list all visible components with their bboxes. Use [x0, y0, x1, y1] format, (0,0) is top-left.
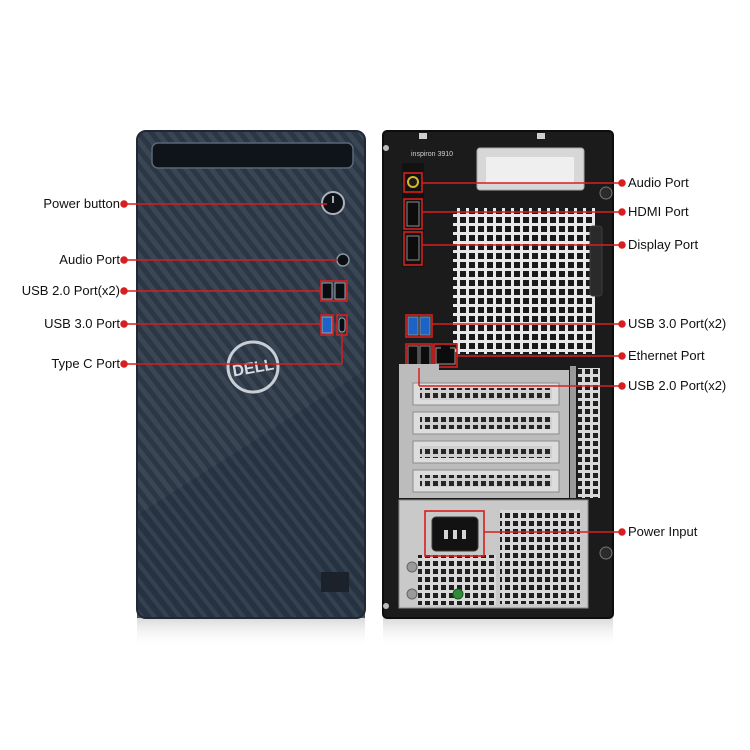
- rear-ethernet-port-icon: [435, 347, 456, 365]
- callout-label-rear-usb3: USB 3.0 Port(x2): [628, 316, 727, 331]
- rear-hdmi-port-icon: [406, 201, 420, 227]
- front-usb3-port-icon: [321, 316, 333, 334]
- callout-label-hdmi: HDMI Port: [628, 204, 689, 219]
- rear-display-port-icon: [406, 235, 420, 261]
- front-usb2-port-icon: [334, 282, 346, 300]
- rear-fan-vent: [453, 208, 595, 354]
- callout-label-power-input: Power Input: [628, 524, 698, 539]
- front-ir-window: [321, 572, 349, 592]
- callout-label-type-c: Type C Port: [51, 356, 120, 371]
- expansion-slots: [412, 382, 560, 493]
- callout-lines: [120, 179, 626, 536]
- front-reflection: [137, 618, 365, 648]
- front-type-c-port-icon: [338, 317, 346, 333]
- rear-usb2-port-icon: [419, 345, 431, 367]
- rear-usb3-port-icon: [407, 316, 419, 336]
- callout-label-power-button: Power button: [43, 196, 120, 211]
- callout-label-display-port: Display Port: [628, 237, 699, 252]
- rear-model-text: inspiron 3910: [411, 151, 453, 158]
- rear-usb3-port-icon: [419, 316, 431, 336]
- callout-label-front-audio-port: Audio Port: [59, 252, 120, 267]
- rear-audio-jack-icon: [407, 176, 419, 188]
- rear-reflection: [383, 618, 613, 648]
- front-chassis: DELL: [136, 130, 366, 619]
- front-audio-jack-icon: [336, 253, 350, 267]
- front-usb2-port-icon: [321, 282, 333, 300]
- rear-chassis: inspiron 3910: [382, 130, 614, 619]
- callout-label-rear-audio-port: Audio Port: [628, 175, 689, 190]
- callout-label-front-usb3: USB 3.0 Port: [44, 316, 120, 331]
- front-panel-lower-shade: [137, 370, 365, 618]
- optical-drive-bay: [151, 142, 354, 169]
- callout-label-ethernet: Ethernet Port: [628, 348, 705, 363]
- dell-logo-icon: [226, 340, 280, 394]
- rear-usb2-port-icon: [407, 345, 419, 367]
- callout-label-rear-usb2: USB 2.0 Port(x2): [628, 378, 727, 393]
- callout-label-front-usb2: USB 2.0 Port(x2): [21, 283, 120, 298]
